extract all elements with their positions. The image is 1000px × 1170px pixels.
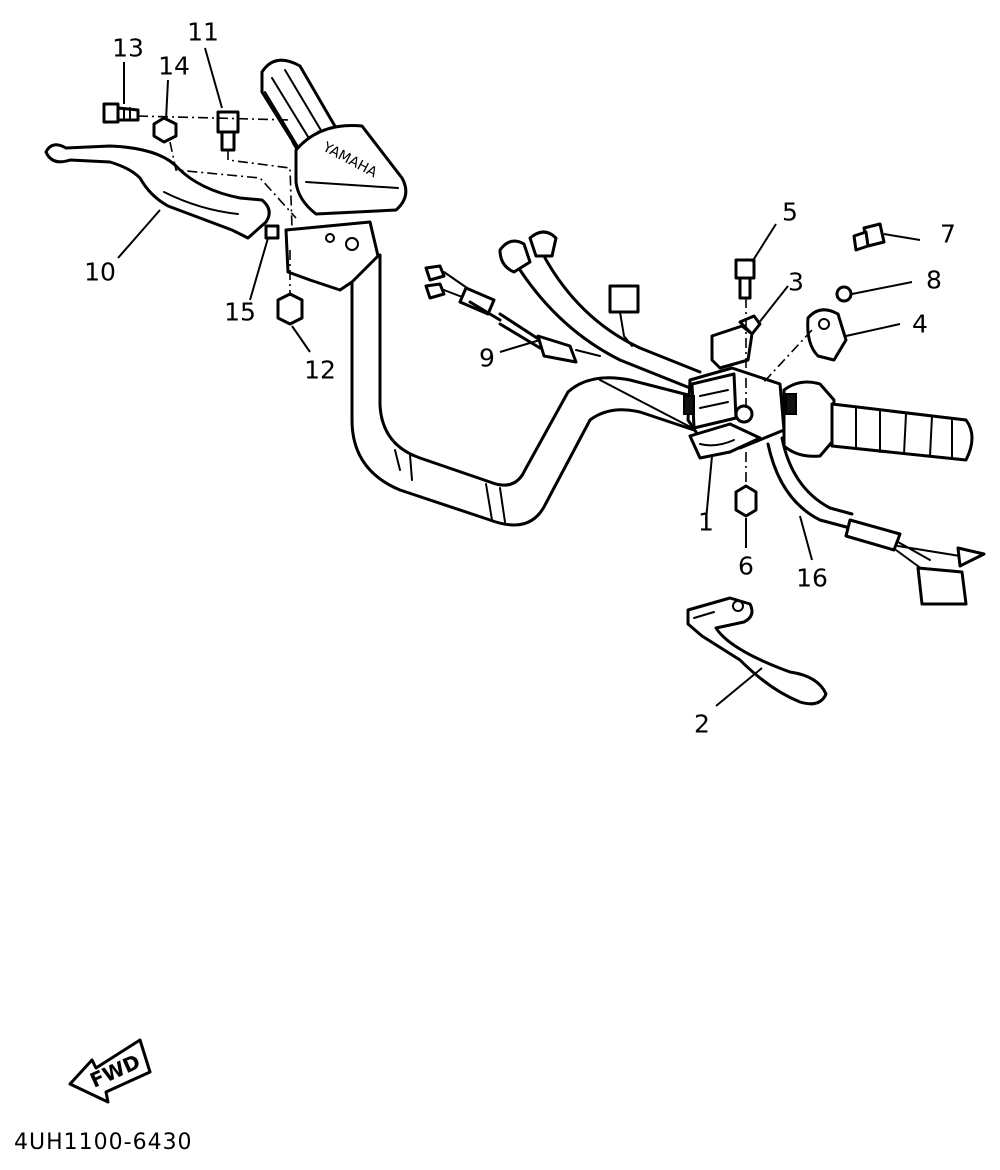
callout-12: 12 bbox=[304, 355, 336, 385]
callout-7: 7 bbox=[940, 219, 956, 249]
callout-6: 6 bbox=[738, 551, 754, 581]
callout-5: 5 bbox=[782, 197, 798, 227]
callout-11: 11 bbox=[187, 17, 219, 47]
switch-wires bbox=[498, 230, 702, 394]
callout-1: 1 bbox=[698, 507, 714, 537]
callout-4: 4 bbox=[912, 309, 928, 339]
callout-2: 2 bbox=[694, 709, 710, 739]
callout-10: 10 bbox=[84, 257, 116, 287]
callout-16: 16 bbox=[796, 563, 828, 593]
brake-lever bbox=[686, 596, 828, 706]
holder-part-4 bbox=[761, 308, 848, 385]
drawing-code: 4UH1100-6430 bbox=[14, 1130, 193, 1155]
callout-8: 8 bbox=[926, 265, 942, 295]
callout-leaders bbox=[117, 47, 921, 707]
screw-part-7 bbox=[852, 222, 886, 252]
washer-part-8 bbox=[835, 285, 853, 303]
right-switch-housing bbox=[683, 366, 786, 460]
left-fasteners bbox=[102, 102, 304, 326]
fwd-arrow-icon: FWD bbox=[68, 1038, 152, 1104]
callout-15: 15 bbox=[224, 297, 256, 327]
callout-3: 3 bbox=[788, 267, 804, 297]
nut-part-6 bbox=[734, 452, 758, 518]
callout-14: 14 bbox=[158, 51, 190, 81]
clutch-lever bbox=[44, 143, 271, 240]
callout-9: 9 bbox=[479, 343, 495, 373]
bracket-part-3 bbox=[710, 314, 762, 370]
callout-13: 13 bbox=[112, 33, 144, 63]
throttle-cable bbox=[424, 264, 701, 433]
bolt-part-5 bbox=[734, 258, 756, 410]
wire-harness-part-16 bbox=[766, 436, 986, 606]
left-assembly-lines bbox=[137, 115, 297, 296]
right-grip bbox=[782, 380, 974, 462]
left-grip-assembly: YAMAHA YAMAHA bbox=[260, 58, 408, 292]
handlebar bbox=[350, 253, 702, 527]
